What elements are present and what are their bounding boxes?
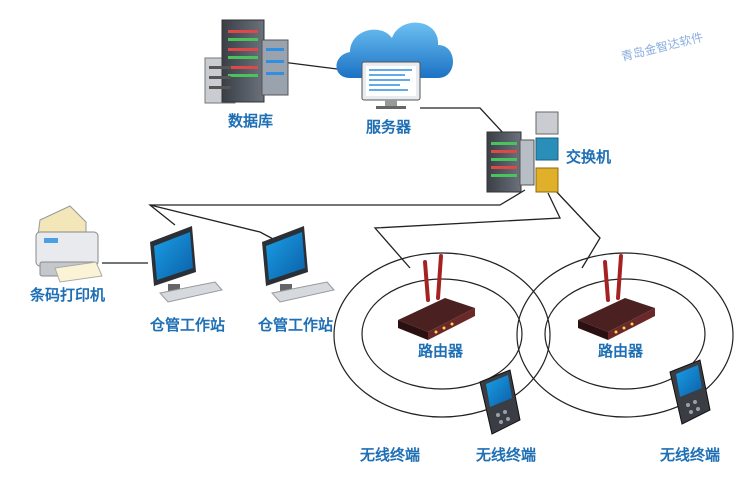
link-lan-workstation2 <box>149 204 276 241</box>
link-switch-lan <box>148 189 526 226</box>
router-label-1: 路由器 <box>418 342 464 360</box>
coverage-rings-1 <box>333 252 551 418</box>
coverage-inner-ring-1 <box>361 278 523 390</box>
switch-label: 交换机 <box>566 148 612 166</box>
desktop-computer-icon-2 <box>262 226 335 303</box>
terminal-label-2: 无线终端 <box>476 446 537 464</box>
coverage-outer-ring-2 <box>516 252 734 418</box>
link-switch-router1 <box>373 192 562 269</box>
handheld-terminal-icon-2 <box>669 359 711 425</box>
database-server-rack-icon <box>204 19 289 104</box>
link-server-switch <box>420 107 506 136</box>
server-label: 服务器 <box>366 118 412 136</box>
coverage-inner-ring-2 <box>544 278 706 390</box>
coverage-rings-2 <box>516 252 734 418</box>
coverage-outer-ring-1 <box>333 252 551 418</box>
workstation-label-1: 仓管工作站 <box>150 316 226 334</box>
workstation-label-2: 仓管工作站 <box>258 316 334 334</box>
monitor-icon <box>361 61 421 109</box>
wireless-router-icon-1 <box>398 254 475 340</box>
desktop-computer-icon-1 <box>150 226 223 303</box>
barcode-printer-icon <box>35 205 103 283</box>
terminal-label-3: 无线终端 <box>660 446 721 464</box>
database-label: 数据库 <box>228 112 274 130</box>
link-switch-router2 <box>552 187 601 269</box>
terminal-label-1: 无线终端 <box>360 446 421 464</box>
printer-label: 条码打印机 <box>30 286 106 304</box>
wireless-router-icon-2 <box>578 254 655 340</box>
link-database-cloud <box>281 61 346 71</box>
network-switch-icon <box>486 111 559 193</box>
router-label-2: 路由器 <box>598 342 644 360</box>
connection-lines <box>102 61 601 269</box>
handheld-terminal-icon-1 <box>479 369 521 435</box>
